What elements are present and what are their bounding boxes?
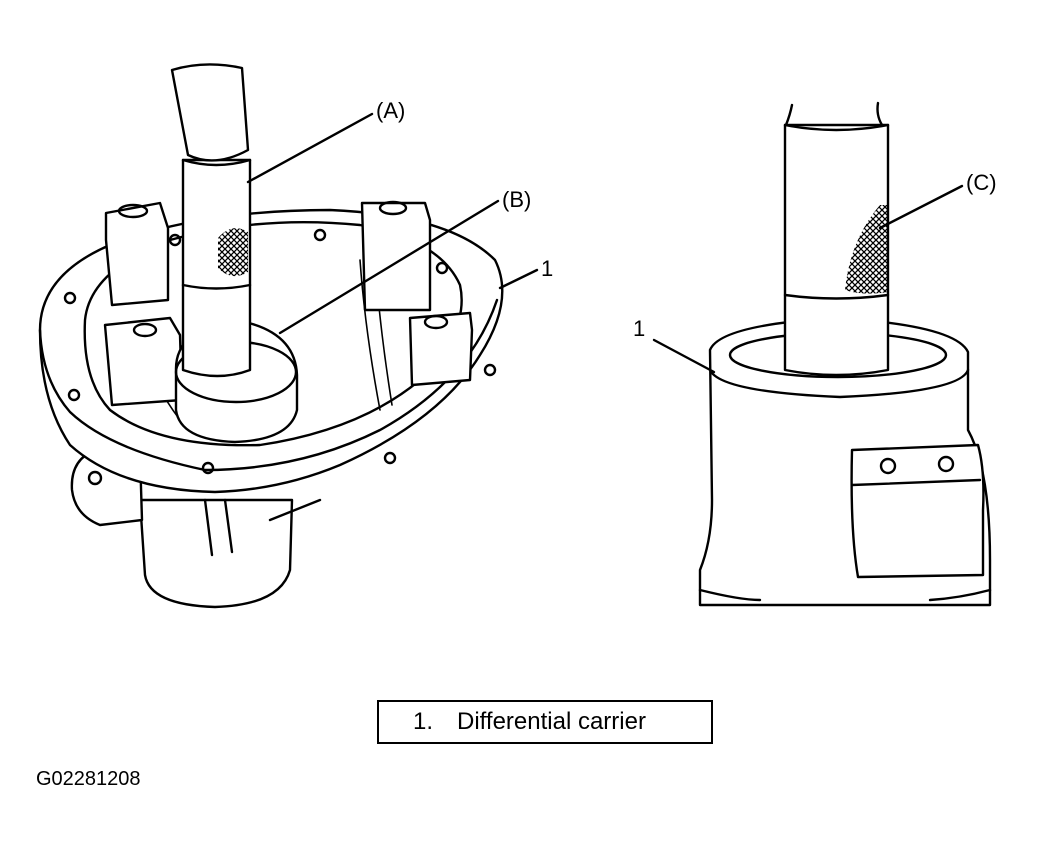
- right-carrier-illustration: [698, 101, 992, 607]
- callout-a: (A): [376, 98, 405, 123]
- leader-line-1-right: [652, 338, 716, 374]
- leader-line-c: [878, 184, 964, 230]
- callout-1-right: 1: [633, 316, 645, 341]
- callout-c: (C): [966, 170, 997, 195]
- leader-lines: [246, 112, 964, 374]
- callout-1-left: 1: [541, 256, 553, 281]
- leader-line-1-left: [498, 268, 539, 290]
- leader-line-b: [278, 199, 500, 335]
- left-carrier-illustration: [38, 63, 504, 609]
- legend-number: 1.: [413, 708, 434, 735]
- figure-code: G02281208: [36, 768, 141, 790]
- callout-b: (B): [502, 187, 531, 212]
- legend-box: 1. Differential carrier: [377, 700, 713, 744]
- legend-label: Differential carrier: [457, 708, 646, 735]
- leader-line-a: [246, 112, 374, 184]
